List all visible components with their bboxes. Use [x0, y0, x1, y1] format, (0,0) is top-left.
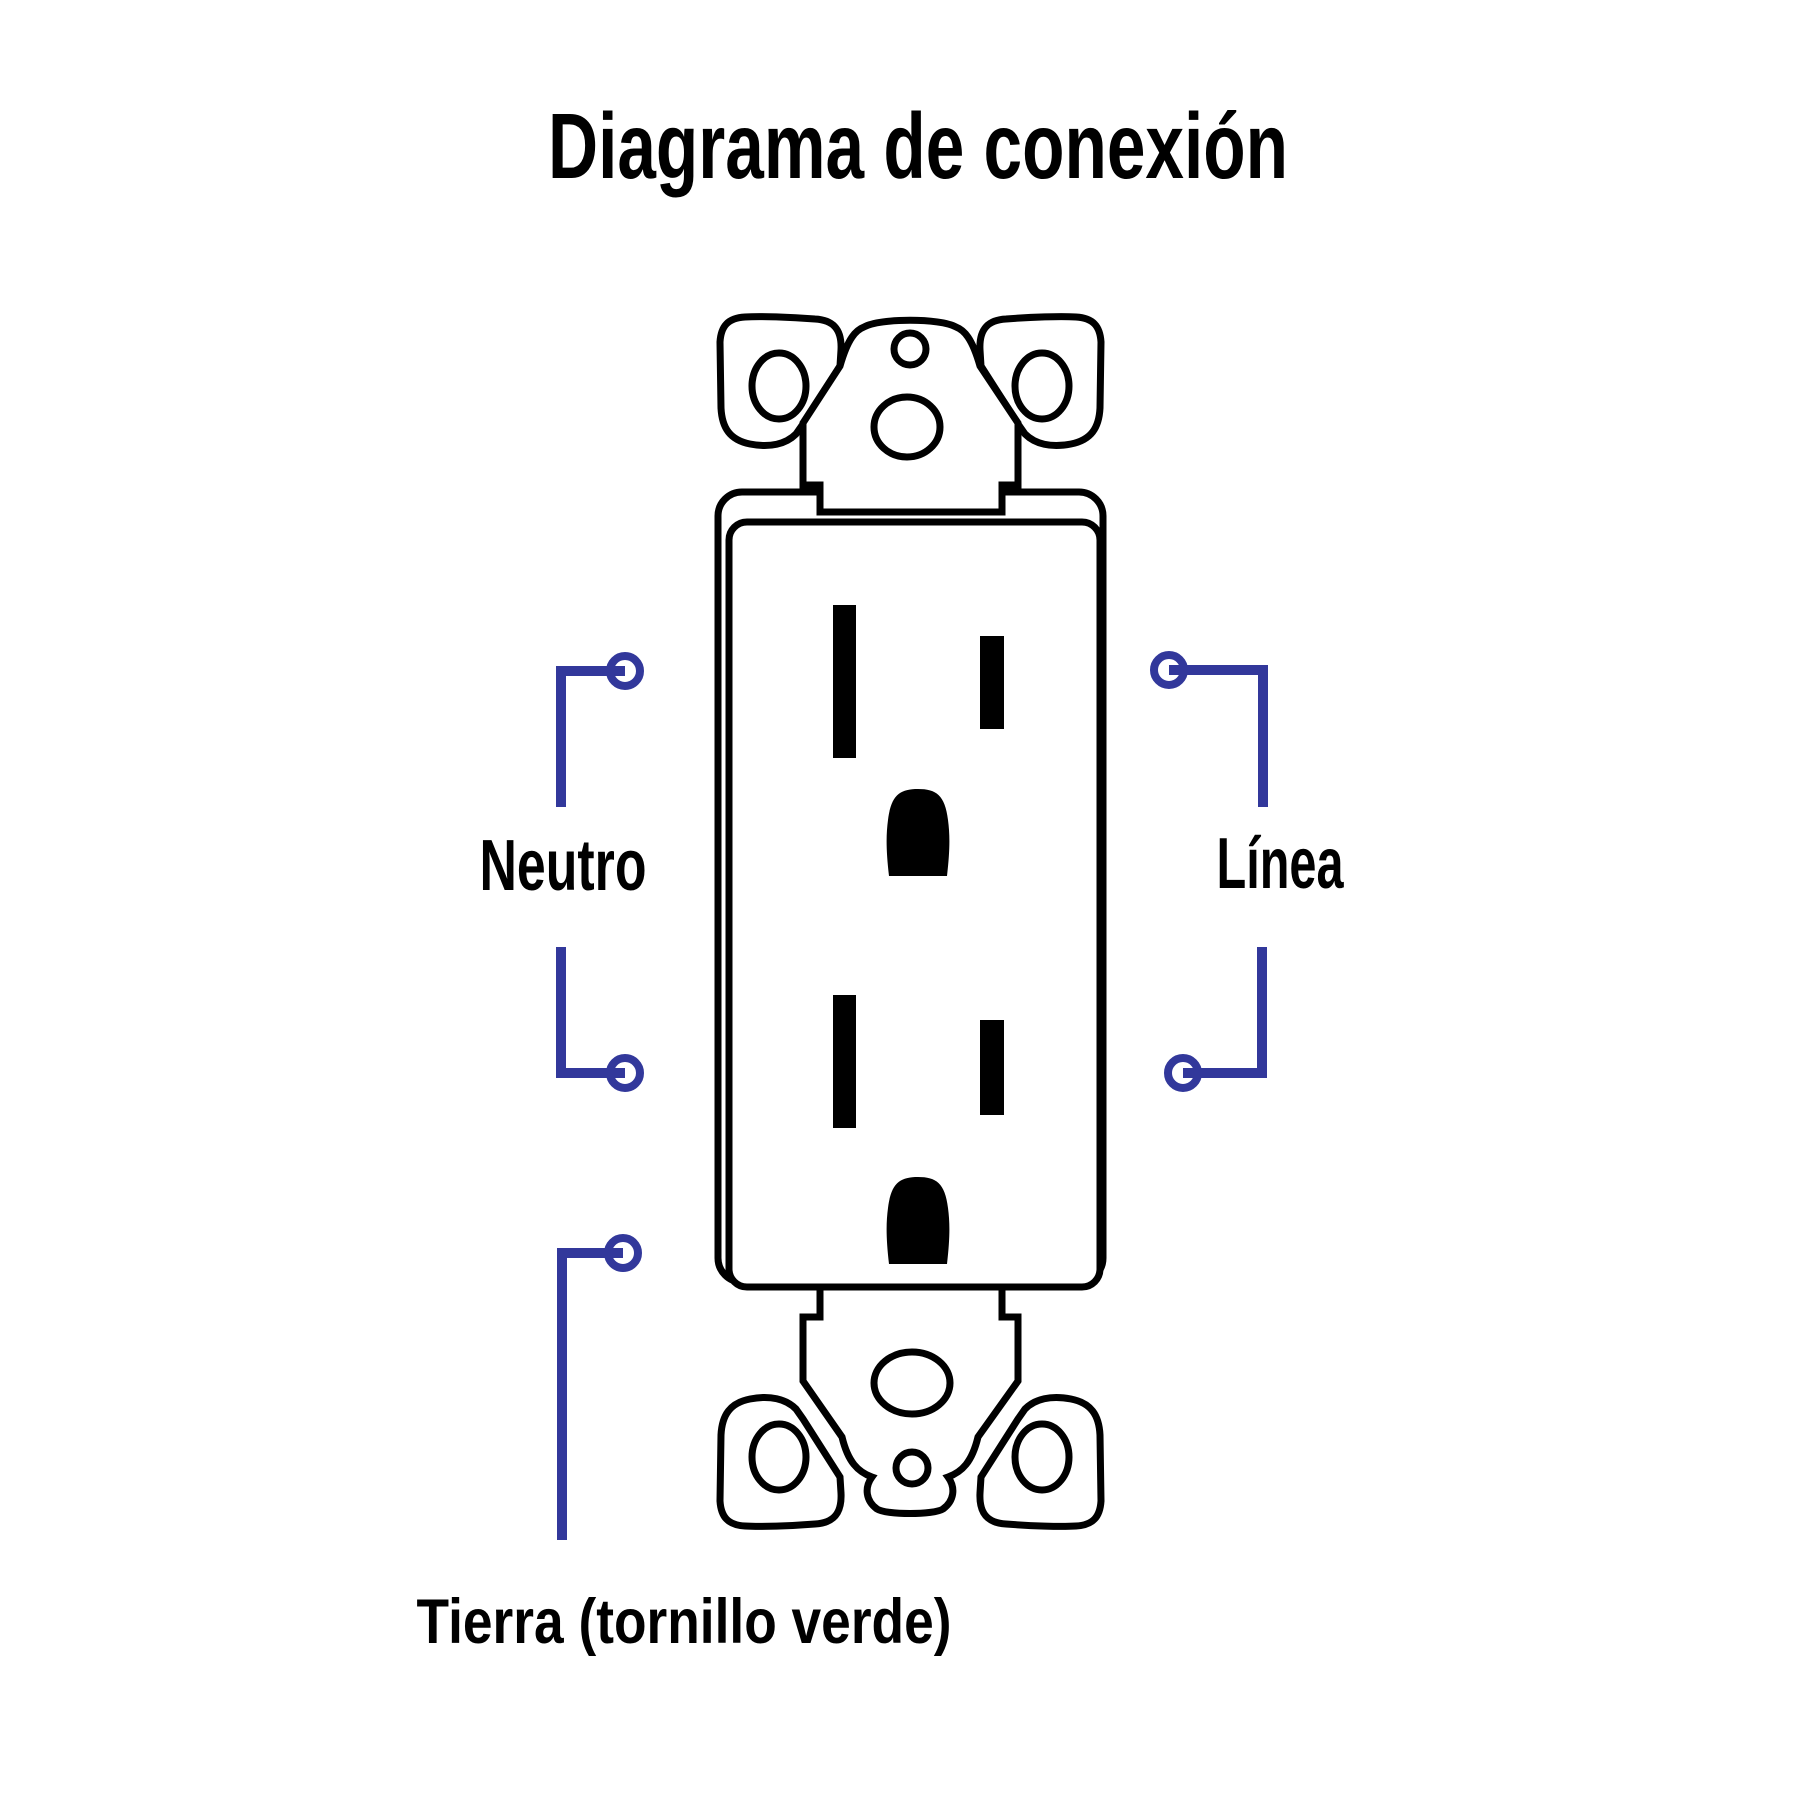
mounting-screw-hole-icon — [1015, 353, 1069, 419]
line-wire-bottom — [1183, 947, 1267, 1078]
neutral-slot-icon — [833, 605, 856, 758]
mounting-screw-hole-icon — [748, 349, 810, 423]
line-terminal-bottom-icon — [1164, 1054, 1202, 1092]
line-terminal-top-icon — [1150, 651, 1188, 689]
line-wiring — [1150, 651, 1268, 1092]
line-wire-top — [1169, 665, 1268, 807]
mounting-bracket-top — [716, 317, 1101, 516]
receptacle-upper — [833, 605, 1004, 876]
ground-wire — [557, 1248, 623, 1540]
neutral-terminal-top-icon — [606, 652, 644, 690]
diagram-title: Diagrama de conexión — [548, 94, 1288, 198]
strap-screw-hole-icon — [892, 1448, 932, 1488]
mounting-screw-hole-icon — [752, 1424, 806, 1490]
ground-hole-icon — [886, 1177, 950, 1264]
ground-hole-icon — [886, 789, 950, 876]
neutral-terminal-bottom-icon — [606, 1054, 644, 1092]
hot-slot-icon — [980, 1020, 1004, 1115]
neutral-wire-bottom — [556, 947, 625, 1078]
neutral-slot-icon — [833, 995, 856, 1128]
strap-oval-hole-icon — [870, 393, 944, 461]
hot-slot-icon — [980, 636, 1004, 729]
outlet-face — [725, 518, 1104, 1291]
strap-tab-outline — [816, 486, 1006, 516]
mounting-bracket-bottom — [720, 1279, 1101, 1526]
mounting-screw-hole-icon — [1015, 1424, 1069, 1490]
ground-terminal-icon — [604, 1234, 642, 1272]
label-ground: Tierra (tornillo verde) — [417, 1587, 952, 1657]
neutral-wire-top — [556, 666, 625, 807]
strap-screw-hole-icon — [890, 329, 930, 369]
ground-wiring — [557, 1234, 642, 1540]
label-line: Línea — [1217, 824, 1345, 904]
label-neutral: Neutro — [480, 826, 647, 906]
receptacle-lower — [833, 995, 1004, 1264]
neutral-wiring — [556, 652, 644, 1092]
strap-oval-hole-icon — [870, 1348, 954, 1418]
outlet-body — [714, 486, 1107, 1291]
